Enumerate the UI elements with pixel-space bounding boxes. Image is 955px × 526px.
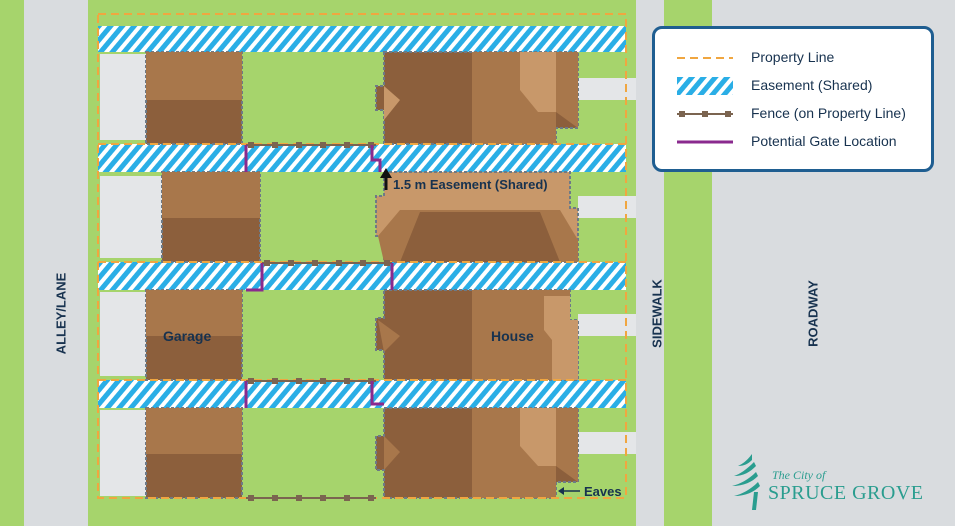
easement-strip	[98, 380, 626, 408]
garage-label: Garage	[163, 328, 212, 344]
roadway-label: ROADWAY	[805, 280, 821, 347]
spruce-tree-icon	[732, 454, 760, 510]
fence-swatch	[677, 111, 733, 117]
easement-strip	[98, 262, 626, 290]
legend: Property Line Easement (Shared) Fence (o…	[652, 26, 934, 172]
house-lot-2	[375, 171, 579, 263]
easement-arrow-icon	[380, 168, 392, 190]
sidewalk-label: SIDEWALK	[649, 279, 665, 348]
property-line-swatch	[677, 57, 733, 59]
legend-item-gate: Potential Gate Location	[655, 131, 931, 153]
legend-label: Fence (on Property Line)	[751, 105, 906, 121]
house-lot-1	[375, 51, 579, 145]
garages	[145, 51, 261, 499]
alley-lane	[24, 0, 88, 526]
garage-lot-2	[161, 171, 261, 263]
eaves-arrow-icon	[558, 487, 580, 495]
logo-prefix: The City of	[772, 468, 826, 482]
legend-item-property-line: Property Line	[655, 47, 931, 69]
legend-label: Property Line	[751, 49, 835, 65]
gate-swatch	[677, 140, 733, 144]
front-walkways	[578, 78, 636, 454]
legend-label: Easement (Shared)	[751, 77, 873, 93]
legend-item-fence: Fence (on Property Line)	[655, 103, 931, 125]
easement-strip	[98, 26, 626, 52]
easement-swatch	[677, 77, 733, 95]
gate-locations	[244, 145, 394, 408]
easement-callout-label: 1.5 m Easement (Shared)	[393, 177, 548, 192]
house-label: House	[491, 328, 534, 344]
garage-aprons	[100, 54, 162, 496]
legend-item-easement: Easement (Shared)	[655, 75, 931, 97]
easement-strip	[98, 144, 626, 172]
alley-lane-label: ALLEY/LANE	[53, 272, 69, 355]
house-lot-3	[375, 289, 579, 381]
garage-lot-1	[145, 51, 243, 145]
house-lot-4	[375, 407, 579, 499]
houses	[375, 51, 579, 499]
garage-lot-4	[145, 407, 243, 499]
legend-label: Potential Gate Location	[751, 133, 897, 149]
garage-lot-3	[145, 289, 243, 381]
easements	[98, 26, 626, 408]
logo-name: SPRUCE GROVE	[768, 482, 924, 504]
fences	[246, 142, 392, 501]
eaves-label: Eaves	[584, 484, 622, 499]
city-logo: The City of SPRUCE GROVE	[732, 452, 932, 512]
